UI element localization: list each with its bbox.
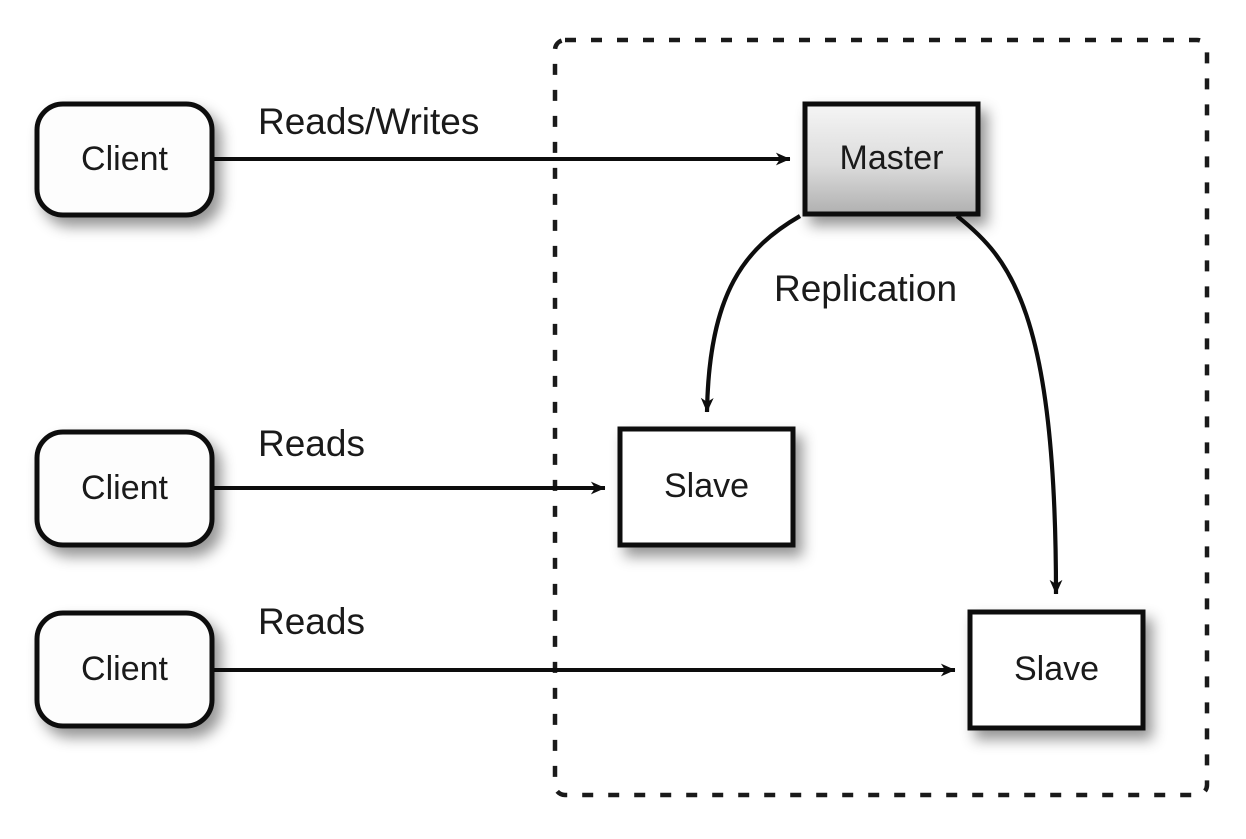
edge-master-to-slave2: [955, 214, 1063, 595]
edge-label-reads-slave1: Reads: [258, 423, 365, 464]
edge-label-reads-slave2: Reads: [258, 601, 365, 642]
node-client-3-label: Client: [81, 650, 168, 688]
node-client-3[interactable]: Client: [34, 610, 215, 729]
node-slave-2[interactable]: Slave: [967, 609, 1146, 731]
node-master[interactable]: Master: [802, 101, 981, 217]
node-slave-2-label: Slave: [1014, 650, 1099, 688]
node-client-1[interactable]: Client: [34, 101, 215, 218]
node-client-2-label: Client: [81, 469, 168, 507]
node-client-2[interactable]: Client: [34, 429, 215, 548]
edge-label-replication: Replication: [774, 268, 957, 309]
replication-boundary: [552, 37, 1210, 798]
node-slave-1-label: Slave: [664, 467, 749, 505]
edge-master-to-slave1: [700, 214, 802, 413]
node-slave-1[interactable]: Slave: [617, 426, 796, 548]
node-client-1-label: Client: [81, 140, 168, 178]
edge-label-reads-writes: Reads/Writes: [258, 101, 479, 142]
node-master-label: Master: [840, 139, 944, 177]
